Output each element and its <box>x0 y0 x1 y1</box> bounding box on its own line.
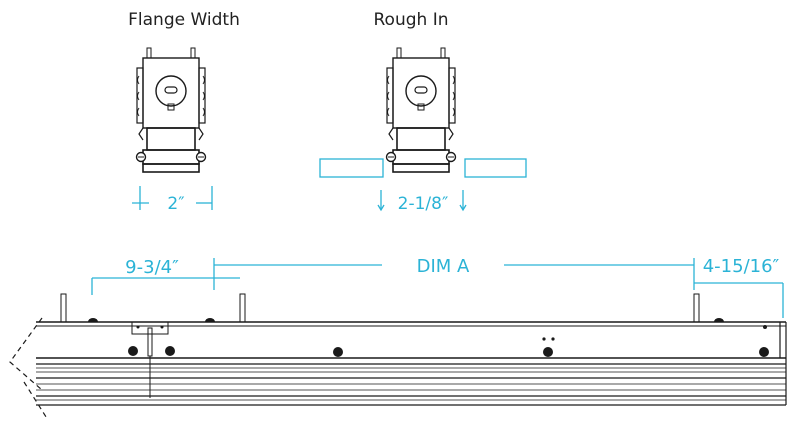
flange-width-dimension: 2″ <box>167 194 184 214</box>
rough-in-dimension: 2-1/8″ <box>398 194 449 214</box>
fixture-side-elevation <box>9 293 787 421</box>
dimension-a-label: DIM A <box>417 256 470 277</box>
flange-width-fixture-profile <box>135 47 207 173</box>
rough-in-fixture-profile <box>385 47 457 173</box>
ceiling-cutout-left <box>319 158 384 178</box>
length-dimension-lines <box>91 258 784 318</box>
rough-in-title: Rough In <box>374 10 449 30</box>
dimension-left-offset: 9-3/4″ <box>125 257 179 278</box>
ceiling-cutout-right <box>464 158 527 178</box>
flange-width-dimension-marks <box>132 186 213 210</box>
dimension-right-offset: 4-15/16″ <box>703 256 780 277</box>
rough-in-dimension-marks <box>377 190 467 212</box>
flange-width-title: Flange Width <box>128 10 240 30</box>
